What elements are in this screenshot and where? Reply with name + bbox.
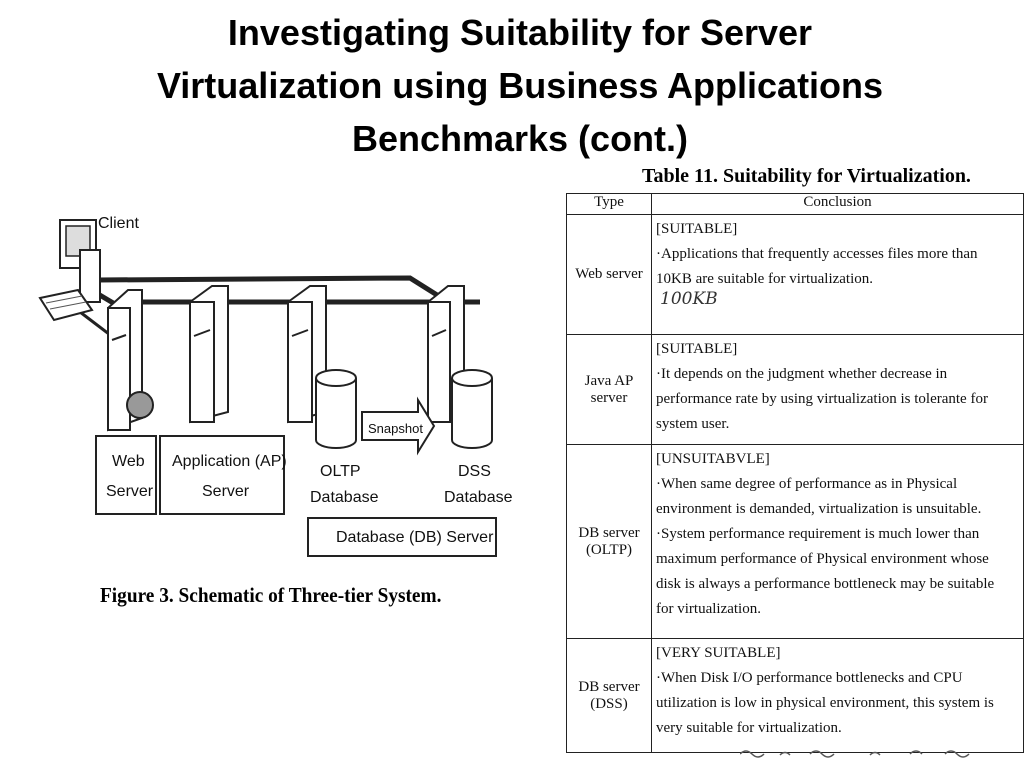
row-type-cell: Java AP server xyxy=(566,334,652,445)
conclusion-line: disk is always a performance bottleneck … xyxy=(656,576,995,592)
conclusion-line: system user. xyxy=(656,416,730,432)
row-conclusion-cell: [SUITABLE] ·Applications that frequently… xyxy=(651,214,1024,335)
figure-caption: Figure 3. Schematic of Three-tier System… xyxy=(100,583,442,607)
oltp-database-icon xyxy=(315,369,357,449)
web-server-tower-icon xyxy=(107,289,154,432)
database-server-label: Database (DB) Server xyxy=(336,529,494,546)
handwritten-annotation: 100KB xyxy=(660,289,718,309)
conclusion-line: environment is demanded, virtualization … xyxy=(656,501,982,517)
client-computer-icon xyxy=(38,219,101,322)
slide-title-line-3: Benchmarks (cont.) xyxy=(351,118,689,159)
table-row: DB server (DSS) [VERY SUITABLE] ·When Di… xyxy=(566,638,1024,753)
network-line-top xyxy=(97,275,447,303)
slide-title-line-1: Investigating Suitability for Server xyxy=(227,12,813,53)
footer-scribble-icon xyxy=(740,750,970,758)
web-server-box xyxy=(95,435,157,515)
snapshot-arrow-icon xyxy=(361,396,436,456)
application-server-label-1: Application (AP) xyxy=(172,453,287,470)
snapshot-label: Snapshot xyxy=(368,421,423,436)
row-conclusion-cell: [UNSUITABVLE] ·When same degree of perfo… xyxy=(651,444,1024,639)
conclusion-line: [SUITABLE] xyxy=(656,341,738,357)
dss-database-icon xyxy=(451,369,493,449)
conclusion-line: ·It depends on the judgment whether decr… xyxy=(656,366,948,382)
three-tier-figure: Client xyxy=(20,190,540,640)
conclusion-line: [SUITABLE] xyxy=(656,221,738,237)
web-server-label-2: Server xyxy=(106,483,154,500)
header-type: Type xyxy=(566,193,652,215)
table-row: DB server (OLTP) [UNSUITABVLE] ·When sam… xyxy=(566,444,1024,639)
application-server-box xyxy=(159,435,285,515)
conclusion-line: very suitable for virtualization. xyxy=(656,720,842,736)
slide-title-line-2: Virtualization using Business Applicatio… xyxy=(156,65,884,106)
conclusion-line: ·Applications that frequently accesses f… xyxy=(656,246,978,262)
dss-label-2: Database xyxy=(444,489,513,506)
suitability-table: Type Conclusion Web server [SUITABLE] ·A… xyxy=(566,193,1024,753)
table-row: Java AP server [SUITABLE] ·It depends on… xyxy=(566,334,1024,445)
application-server-tower-icon xyxy=(189,285,229,424)
row-type-cell: DB server (DSS) xyxy=(566,638,652,753)
oltp-label-1: OLTP xyxy=(320,463,361,480)
table-header-row: Type Conclusion xyxy=(566,193,1024,215)
header-conclusion: Conclusion xyxy=(651,193,1024,215)
table-caption: Table 11. Suitability for Virtualization… xyxy=(642,165,971,187)
database-server-box xyxy=(307,517,497,557)
conclusion-line: for virtualization. xyxy=(656,601,761,617)
dss-label-1: DSS xyxy=(458,463,491,480)
conclusion-line: ·When same degree of performance as in P… xyxy=(656,476,958,492)
conclusion-line: maximum performance of Physical environm… xyxy=(656,551,989,567)
client-label: Client xyxy=(98,215,139,232)
conclusion-line: performance rate by using virtualization… xyxy=(656,391,988,407)
table-row: Web server [SUITABLE] ·Applications that… xyxy=(566,214,1024,335)
oltp-label-2: Database xyxy=(310,489,379,506)
application-server-label-2: Server xyxy=(202,483,250,500)
conclusion-line: ·When Disk I/O performance bottlenecks a… xyxy=(656,670,963,686)
conclusion-line: utilization is low in physical environme… xyxy=(656,695,994,711)
row-type-cell: DB server (OLTP) xyxy=(566,444,652,639)
conclusion-line: ·System performance requirement is much … xyxy=(656,526,980,542)
conclusion-line: [UNSUITABVLE] xyxy=(656,451,770,467)
three-tier-diagram: Client xyxy=(38,215,513,557)
row-type-cell: Web server xyxy=(566,214,652,335)
web-server-label-1: Web xyxy=(112,453,145,470)
row-conclusion-cell: [SUITABLE] ·It depends on the judgment w… xyxy=(651,334,1024,445)
row-conclusion-cell: [VERY SUITABLE] ·When Disk I/O performan… xyxy=(651,638,1024,753)
conclusion-line: [VERY SUITABLE] xyxy=(656,645,781,661)
conclusion-line: 10KB are suitable for virtualization. xyxy=(656,271,874,287)
slide-title: Investigating Suitability for Server Vir… xyxy=(90,6,950,165)
